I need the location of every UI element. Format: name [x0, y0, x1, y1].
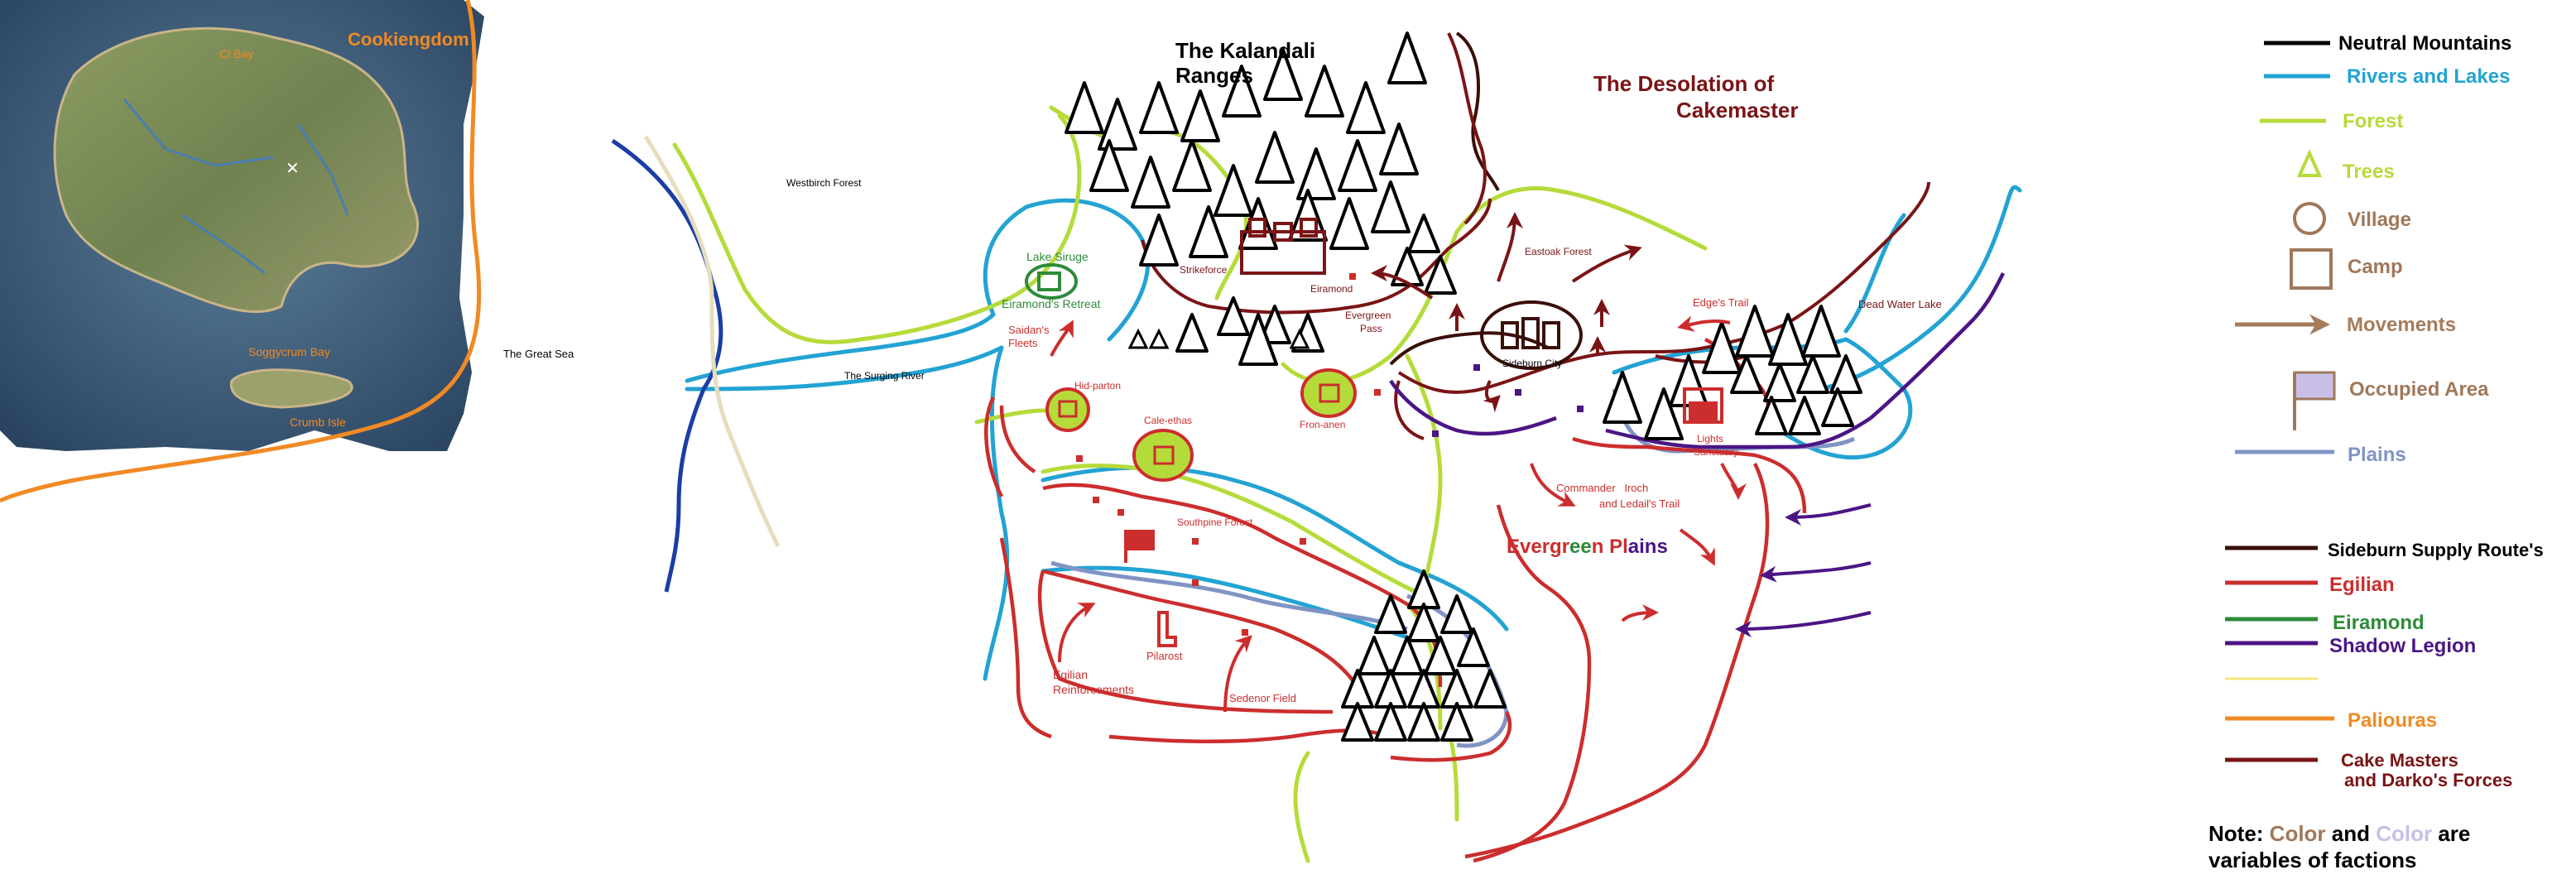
label-southpine-forest: Southpine Forest [1177, 516, 1253, 528]
inset-label-soggycrum-bay: Soggycrum Bay [248, 345, 330, 358]
legend-paliouras: Paliouras [2348, 709, 2437, 732]
lights-sanctuary-icon [1683, 387, 1723, 424]
label-desolation-1: The Desolation of [1593, 71, 1774, 96]
inset-label-crumb-isle: Crumb Isle [290, 416, 346, 429]
eastern-mountains [1603, 305, 1862, 440]
legend-trees: Trees [2343, 161, 2395, 183]
southern-mountains [1341, 569, 1507, 742]
inset-world-map: Cookiengdom Cl Bay Soggycrum Bay Crumb I… [0, 0, 484, 503]
legend-note-line2: variables of factions [2208, 848, 2416, 872]
legend-occupied-area: Occupied Area [2349, 378, 2489, 401]
label-surging-river: The Surging River [844, 370, 925, 382]
beige-river [643, 135, 781, 548]
label-evergreen-pass-2: Pass [1360, 323, 1382, 334]
label-commander-trail-1: Commander Iroch [1556, 482, 1648, 494]
fron-anen-village [1300, 368, 1357, 418]
legend-trees-icon [2296, 149, 2323, 177]
map-labels: The Kalandali Ranges The Desolation of C… [503, 38, 1942, 704]
inset-border-line [0, 0, 482, 503]
label-hid-parton: Hid-parton [1074, 380, 1121, 392]
sideburn-city-icon [1480, 300, 1583, 370]
label-commander-trail-2: and Ledail's Trail [1599, 497, 1680, 510]
label-sedenor-field: Sedenor Field [1229, 692, 1296, 704]
label-lights-sanctuary-2: Sanctuary [1694, 446, 1738, 458]
label-strikeforce: Strikeforce [1180, 264, 1228, 276]
label-lake-siruge: Lake Siruge [1026, 250, 1089, 263]
legend-plains: Plains [2348, 444, 2406, 466]
label-eiramond: Eiramond [1310, 283, 1353, 295]
legend-eiramond: Eiramond [2333, 612, 2425, 634]
cale-ethas-village [1132, 429, 1194, 482]
purple-dots [1432, 364, 1584, 437]
egilian-borders [984, 337, 1807, 863]
legend-village-icon [2293, 202, 2326, 235]
forest-boundaries [672, 105, 1708, 863]
legend-rivers-lakes: Rivers and Lakes [2347, 65, 2510, 88]
label-eastoak-forest: Eastoak Forest [1525, 246, 1592, 257]
label-westbirch-forest: Westbirch Forest [786, 177, 862, 189]
legend-camp-icon [2290, 248, 2333, 290]
label-eiramonds-retreat: Eiramond's Retreat [1002, 297, 1101, 310]
label-edges-trail: Edge's Trail [1693, 296, 1749, 309]
label-great-sea: The Great Sea [503, 348, 574, 360]
legend: Neutral Mountains Rivers and Lakes Fores… [2208, 32, 2544, 872]
hid-parton-village [1045, 387, 1090, 432]
label-evergreen-pass-1: Evergreen [1345, 310, 1391, 321]
label-egilian-reinforcements-2: Reinforcements [1053, 683, 1134, 696]
pilarost-camp [1157, 611, 1177, 647]
inset-label-cl-bay: Cl Bay [219, 47, 253, 60]
label-sideburn-city: Sideburn City [1502, 358, 1562, 369]
inset-x-marker: ✕ [286, 160, 300, 178]
west-river [611, 138, 723, 593]
legend-occupied-area-icon [2293, 371, 2336, 430]
legend-egilian: Egilian [2329, 574, 2395, 596]
label-evergreen-plains: Evergreen Plains [1507, 536, 1668, 558]
label-kalandali-1: The Kalandali [1175, 38, 1315, 63]
legend-neutral-mountains: Neutral Mountains [2338, 32, 2511, 55]
kalandali-mountains [1065, 31, 1457, 366]
label-kalandali-2: Ranges [1175, 63, 1253, 88]
legend-note-line1: Note: Color and Color are [2208, 821, 2470, 846]
shadow-legion-borders [1389, 271, 2006, 449]
inset-main-island [53, 26, 420, 314]
legend-sideburn-supply: Sideburn Supply Route's [2328, 540, 2544, 560]
legend-cake-masters-1: Cake Masters [2341, 750, 2458, 771]
label-saidans-fleets-1: Saidan's [1008, 324, 1050, 336]
legend-shadow-legion: Shadow Legion [2329, 635, 2476, 657]
movement-arrows [1050, 212, 1872, 713]
cake-masters-borders [1141, 32, 1930, 440]
small-triangles-trees [1127, 328, 1310, 349]
legend-camp: Camp [2348, 256, 2403, 278]
legend-movements: Movements [2347, 314, 2456, 336]
inset-label-cookiengdom: Cookiengdom [348, 29, 469, 50]
label-desolation-2: Cakemaster [1676, 98, 1798, 123]
label-dead-water-lake: Dead Water Lake [1858, 298, 1942, 310]
label-egilian-reinforcements-1: Egilian [1053, 668, 1088, 681]
legend-forest: Forest [2343, 110, 2403, 132]
label-pilarost: Pilarost [1146, 650, 1183, 662]
southpine-flag [1124, 530, 1155, 563]
legend-cake-masters-2: and Darko's Forces [2344, 770, 2512, 790]
eiramond-castle [1240, 218, 1326, 275]
lake-siruge-camp [1025, 263, 1078, 300]
red-dots [1076, 273, 1381, 636]
label-saidans-fleets-2: Fleets [1008, 337, 1038, 349]
label-lights-sanctuary-1: Lights [1697, 433, 1723, 444]
inset-rivers [123, 98, 349, 275]
label-fron-anen: Fron-anen [1300, 419, 1345, 430]
legend-village: Village [2348, 209, 2411, 231]
inset-south-island [229, 368, 353, 409]
label-cale-ethas: Cale-ethas [1144, 415, 1192, 426]
